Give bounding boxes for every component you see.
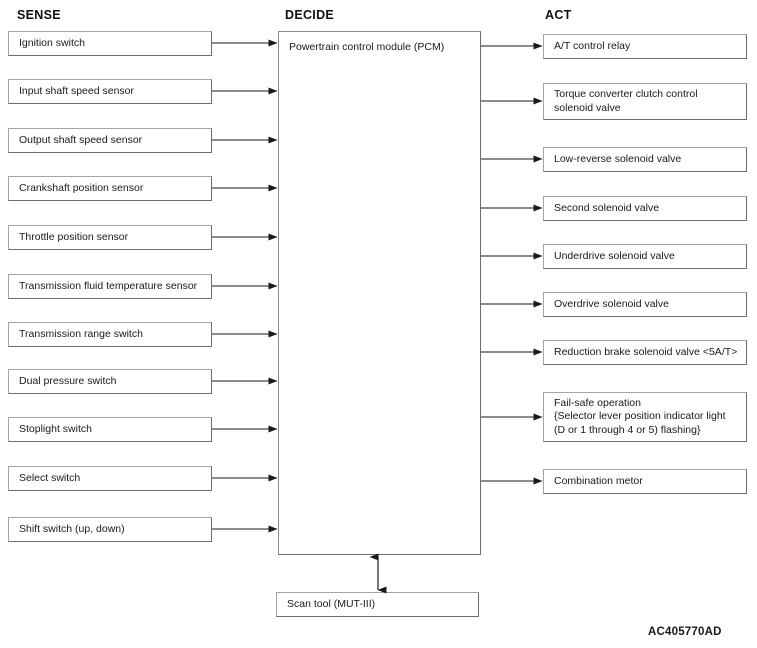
column-header-act: ACT	[545, 8, 572, 22]
scan-tool-box: Scan tool (MUT-III)	[276, 592, 479, 617]
sense-box-transmission-fluid-temperature-sensor: Transmission fluid temperature sensor	[8, 274, 212, 299]
sense-box-input-shaft-speed-sensor: Input shaft speed sensor	[8, 79, 212, 104]
act-box-fail-safe-operation: Fail-safe operation {Selector lever posi…	[543, 392, 747, 442]
sense-box-shift-switch: Shift switch (up, down)	[8, 517, 212, 542]
act-box-underdrive-solenoid-valve: Underdrive solenoid valve	[543, 244, 747, 269]
sense-box-output-shaft-speed-sensor: Output shaft speed sensor	[8, 128, 212, 153]
sense-box-select-switch: Select switch	[8, 466, 212, 491]
sense-box-crankshaft-position-sensor: Crankshaft position sensor	[8, 176, 212, 201]
sense-box-transmission-range-switch: Transmission range switch	[8, 322, 212, 347]
pcm-module-label: Powertrain control module (PCM)	[289, 41, 445, 53]
act-box-reduction-brake-solenoid-valve: Reduction brake solenoid valve <5A/T>	[543, 340, 747, 365]
pcm-module-box	[278, 31, 481, 555]
sense-box-stoplight-switch: Stoplight switch	[8, 417, 212, 442]
column-header-decide: DECIDE	[285, 8, 335, 22]
act-box-torque-converter-clutch-control-solenoid-valve: Torque converter clutch control solenoid…	[543, 83, 747, 120]
act-box-at-control-relay: A/T control relay	[543, 34, 747, 59]
act-box-low-reverse-solenoid-valve: Low-reverse solenoid valve	[543, 147, 747, 172]
sense-box-ignition-switch: Ignition switch	[8, 31, 212, 56]
act-box-overdrive-solenoid-valve: Overdrive solenoid valve	[543, 292, 747, 317]
act-box-combination-metor: Combination metor	[543, 469, 747, 494]
sense-box-dual-pressure-switch: Dual pressure switch	[8, 369, 212, 394]
sense-box-throttle-position-sensor: Throttle position sensor	[8, 225, 212, 250]
figure-code-label: AC405770AD	[648, 626, 722, 638]
column-header-sense: SENSE	[17, 8, 61, 22]
act-box-second-solenoid-valve: Second solenoid valve	[543, 196, 747, 221]
